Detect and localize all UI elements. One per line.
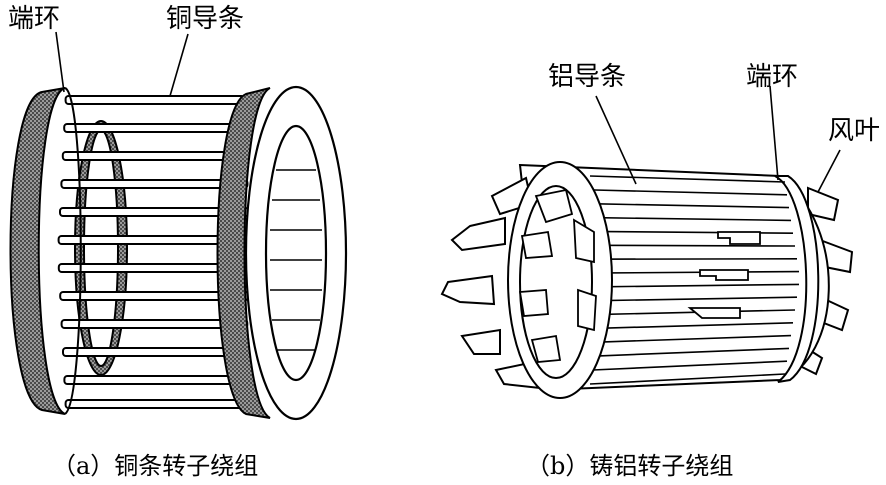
leader-fan (817, 149, 841, 193)
caption-a: （a）铜条转子绕组 (52, 452, 259, 480)
label-end-ring-b: 端环 (746, 62, 799, 92)
aluminum-bar (589, 202, 790, 209)
aluminum-bar (589, 175, 786, 183)
aluminum-bar (589, 347, 790, 358)
aluminum-bar (589, 309, 796, 316)
copper-bar (63, 375, 247, 385)
aluminum-bar (589, 283, 800, 288)
aluminum-bar (589, 244, 796, 247)
copper-bar (64, 399, 246, 409)
aluminum-bar (589, 373, 786, 385)
aluminum-bar (589, 360, 788, 371)
aluminum-bar (589, 296, 798, 302)
aluminum-bar (589, 216, 792, 222)
caption-b: （b）铸铝转子绕组 (526, 452, 734, 480)
aluminum-bar (589, 189, 788, 196)
leader-end-ring-b (769, 85, 779, 181)
aluminum-bars (589, 175, 800, 385)
copper-bar (64, 95, 246, 105)
left-end-ring (9, 87, 66, 415)
leader-end-ring-a (55, 31, 65, 93)
aluminum-bar (589, 270, 800, 274)
copper-rotor (9, 31, 348, 421)
copper-bar (62, 347, 248, 357)
leader-bars-b (595, 95, 637, 185)
cast-aluminum-rotor (440, 85, 854, 399)
label-copper-bars: 铜导条 (166, 4, 245, 34)
label-end-ring-a: 端环 (8, 4, 61, 34)
aluminum-bar (589, 334, 792, 344)
copper-bar (61, 151, 248, 161)
right-end-ring-b (774, 175, 820, 383)
aluminum-bar (589, 322, 794, 330)
leader-bars-a (169, 33, 189, 97)
fan-blades-left (440, 176, 542, 390)
label-fan-blades: 风叶 (828, 116, 881, 146)
label-aluminum-bars: 铝导条 (548, 62, 627, 92)
right-end-ring-band (216, 87, 271, 419)
copper-bar (63, 123, 247, 133)
